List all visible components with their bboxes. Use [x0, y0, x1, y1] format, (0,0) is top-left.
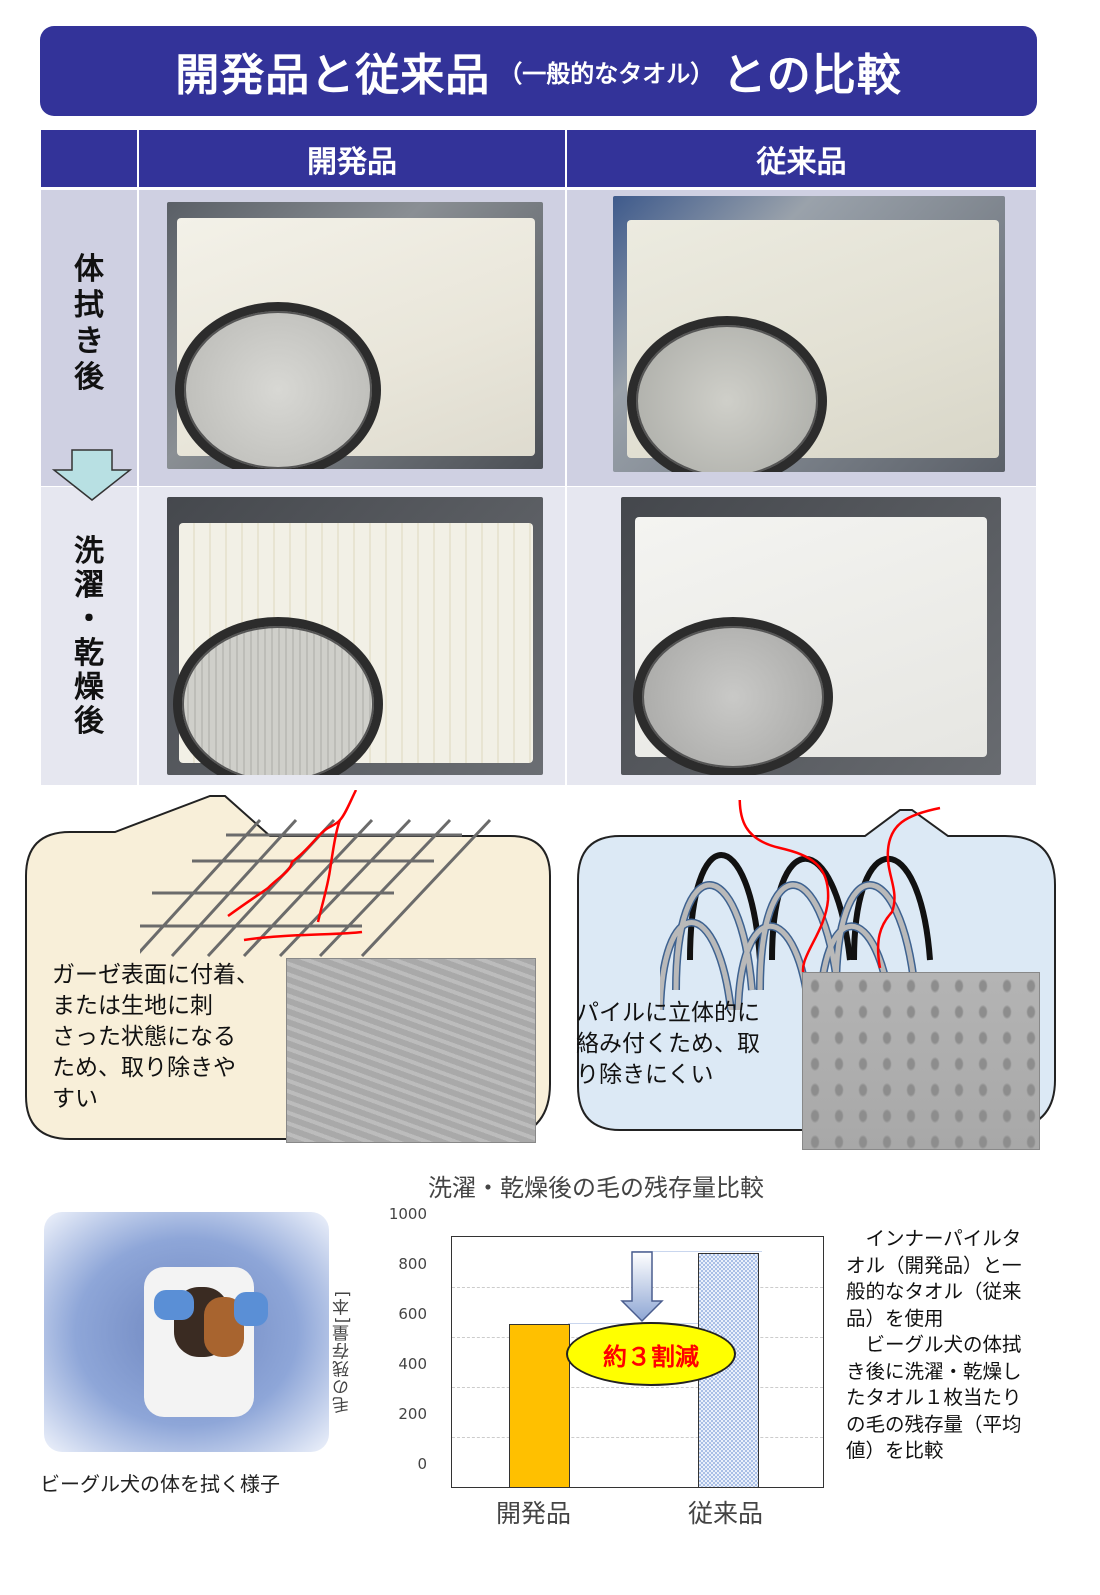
gauze-closeup-photo	[286, 958, 536, 1143]
title-main-after: との比較	[722, 50, 902, 101]
callout-conventional-text: パイルに立体的に 絡み付くため、取 り除きにくい	[576, 1000, 760, 1088]
row-label-char: 乾	[74, 636, 104, 671]
row-label-char: き	[74, 324, 104, 359]
y-tick-600: 600	[398, 1305, 427, 1323]
chart-y-axis-label: 毛の残存量[本]	[333, 1290, 353, 1414]
table-header-blank	[41, 130, 137, 187]
row-label-char: ・	[74, 602, 104, 637]
gridline	[452, 1437, 823, 1438]
row-label-char: 後	[74, 360, 104, 395]
row-label-char: 濯	[74, 568, 104, 603]
title-banner: 開発品と従来品 （一般的なタオル） との比較	[40, 26, 1037, 116]
cell-developed-after-wiping	[139, 190, 565, 486]
row-label-char: 後	[74, 704, 104, 739]
row-label-after-wiping: 体 拭 き 後	[41, 190, 137, 486]
table-header-conventional: 従来品	[567, 130, 1036, 187]
chart-title: 洗濯・乾燥後の毛の残存量比較	[428, 1174, 764, 1202]
title-main-before: 開発品と従来品	[175, 50, 491, 101]
reference-line-conventional	[632, 1251, 762, 1252]
y-tick-800: 800	[398, 1255, 427, 1273]
cell-conventional-after-wiping	[567, 190, 1036, 486]
beagle-wiping-photo	[44, 1212, 329, 1452]
pile-closeup-photo	[802, 972, 1040, 1150]
photo-caption: ビーグル犬の体を拭く様子	[40, 1472, 280, 1496]
y-tick-200: 200	[398, 1405, 427, 1423]
chart-description: インナーパイルタ オル（開発品）と一 般的なタオル（従来 品）を使用 ビーグル犬…	[846, 1227, 1022, 1462]
photo-developed-towel-after-wiping	[167, 202, 543, 469]
title-subtitle: （一般的なタオル）	[498, 59, 715, 88]
row-label-char: 拭	[74, 288, 104, 323]
row-label-char: 燥	[74, 670, 104, 705]
gridline	[452, 1387, 823, 1388]
callout-developed-text: ガーゼ表面に付着、 または生地に刺 さった状態になる ため、取り除きや すい	[52, 962, 259, 1112]
table-header-developed: 開発品	[139, 130, 565, 187]
y-tick-0: 0	[417, 1455, 427, 1473]
reduction-arrow-icon	[620, 1251, 664, 1323]
x-label-developed: 開発品	[496, 1499, 572, 1528]
y-tick-1000: 1000	[388, 1205, 427, 1223]
pile-loops-diagram	[660, 800, 941, 1010]
photo-developed-towel-after-wash-dry	[167, 497, 543, 775]
photo-conventional-towel-after-wash-dry	[621, 497, 1001, 775]
row-label-after-wash-dry: 洗 濯 ・ 乾 燥 後	[41, 487, 137, 785]
cell-developed-after-wash-dry	[139, 487, 565, 785]
bar-developed	[509, 1324, 570, 1487]
y-tick-400: 400	[398, 1355, 427, 1373]
row-label-char: 体	[74, 252, 104, 287]
x-label-conventional: 従来品	[688, 1499, 764, 1528]
reduction-badge: 約３割減	[566, 1322, 736, 1386]
cell-conventional-after-wash-dry	[567, 487, 1036, 785]
gauze-grid-diagram	[140, 790, 492, 958]
chart-plot-area	[451, 1236, 824, 1488]
down-arrow-icon	[51, 449, 133, 501]
photo-conventional-towel-after-wiping	[613, 196, 1005, 472]
row-label-char: 洗	[74, 534, 104, 569]
